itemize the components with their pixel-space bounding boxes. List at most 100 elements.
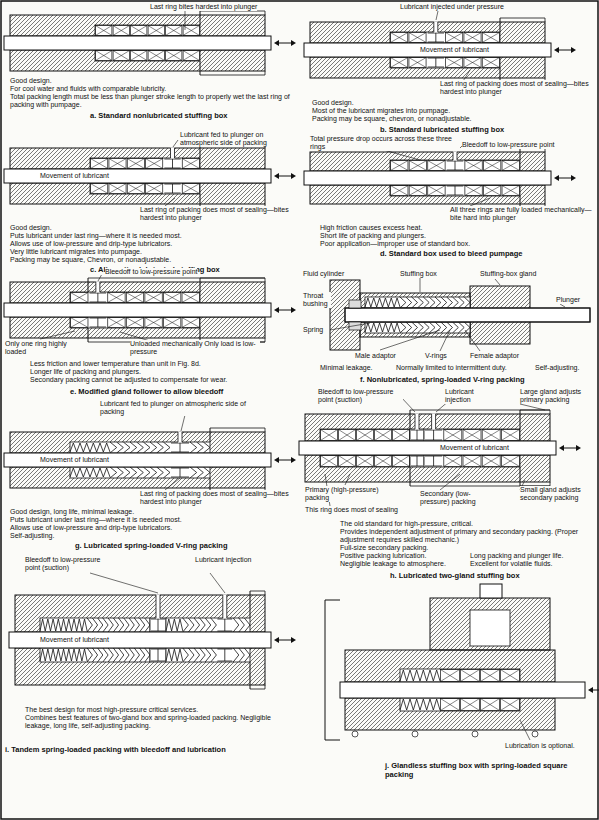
annotation: Good design. xyxy=(312,99,354,107)
drawing-stroke xyxy=(91,184,108,194)
drawing-stroke xyxy=(482,58,499,68)
drawing-stroke xyxy=(108,318,125,328)
annotation: Unloaded mechanically Only load is low-p… xyxy=(130,340,260,356)
v-ring xyxy=(110,467,117,478)
v-ring xyxy=(140,618,145,632)
drawing-stroke xyxy=(562,448,578,449)
v-ring xyxy=(145,648,150,662)
leader-line xyxy=(465,330,480,351)
drawing-stroke xyxy=(441,699,460,711)
drawing-stroke xyxy=(126,318,143,328)
drawing-stroke xyxy=(96,26,112,36)
stuffing-box-section xyxy=(304,18,576,82)
v-ring xyxy=(453,297,459,308)
drawing-stroke xyxy=(375,456,392,467)
arrow-head xyxy=(571,47,576,53)
drawing-stroke xyxy=(410,467,411,486)
drawing-stroke xyxy=(446,58,463,68)
packing-cavity xyxy=(390,160,520,171)
packing-ring xyxy=(482,33,499,43)
arrow-head xyxy=(571,175,576,181)
drawing-stroke xyxy=(183,51,199,61)
drawing-stroke xyxy=(145,318,162,328)
packing-ring xyxy=(339,456,356,467)
drawing-stroke xyxy=(482,456,500,467)
drawing-stroke xyxy=(108,318,125,328)
drawing-stroke xyxy=(441,670,460,682)
packing-ring xyxy=(502,186,519,196)
packing-ring xyxy=(357,430,374,441)
packing-ring xyxy=(96,26,112,36)
drawing-stroke xyxy=(463,430,481,441)
drawing-stroke xyxy=(163,318,180,328)
packing-ring xyxy=(108,318,125,328)
drawing-stroke xyxy=(410,410,411,429)
drawing-stroke xyxy=(393,456,410,467)
drawing-stroke xyxy=(166,51,182,61)
leader-line xyxy=(185,11,186,30)
drawing-stroke xyxy=(461,699,480,711)
plunger xyxy=(4,36,271,50)
v-ring xyxy=(98,648,103,662)
packing-cavity xyxy=(400,669,520,682)
packing-ring xyxy=(461,670,480,682)
spring xyxy=(400,699,420,710)
annotation: Last ring bites hardest into plunger xyxy=(150,3,257,11)
bracket xyxy=(325,600,340,740)
arrow-head xyxy=(291,173,296,179)
drawing-stroke xyxy=(109,184,126,194)
drawing-stroke xyxy=(481,670,500,682)
annotation: Movement of lubricant xyxy=(40,172,109,180)
v-ring xyxy=(145,618,150,632)
drawing-stroke xyxy=(502,161,519,171)
drawing-stroke xyxy=(148,26,164,36)
packing-ring xyxy=(393,456,410,467)
drawing-stroke xyxy=(463,456,481,467)
drawing-stroke xyxy=(182,159,199,169)
v-ring xyxy=(124,648,129,662)
packing-ring xyxy=(113,51,129,61)
v-ring xyxy=(130,467,137,478)
drawing-stroke xyxy=(108,293,125,303)
drawing-stroke xyxy=(501,699,520,711)
v-ring xyxy=(119,618,124,632)
drawing-stroke xyxy=(277,310,293,311)
drawing-stroke xyxy=(91,159,108,169)
v-ring xyxy=(194,618,200,632)
drawing-stroke xyxy=(210,428,211,442)
v-ring xyxy=(441,322,447,333)
arrow-head xyxy=(559,445,564,451)
v-ring xyxy=(211,648,217,662)
drawing-stroke xyxy=(393,456,410,467)
arrow-head xyxy=(274,173,279,179)
drawing-stroke xyxy=(166,26,182,36)
drawing-stroke xyxy=(71,318,88,328)
v-ring xyxy=(123,467,130,478)
drawing-stroke xyxy=(226,595,227,618)
drawing-stroke xyxy=(200,11,201,25)
packing-ring xyxy=(96,51,112,61)
port-bore xyxy=(156,594,160,618)
packing-ring xyxy=(481,699,500,711)
port-bore xyxy=(171,147,175,158)
drawing-stroke xyxy=(465,186,482,196)
drawing-stroke xyxy=(148,26,164,36)
packing-ring xyxy=(126,293,143,303)
annotation: Very little lubricant migrates into pump… xyxy=(10,248,142,256)
drawing-stroke xyxy=(224,619,225,631)
port-bore xyxy=(178,431,182,442)
drawing-stroke xyxy=(483,161,500,171)
drawing-stroke xyxy=(127,159,144,169)
drawing-stroke xyxy=(391,186,408,196)
spring xyxy=(365,298,383,307)
drawing-stroke xyxy=(182,184,199,194)
drawing-stroke xyxy=(131,51,147,61)
drawing-stroke xyxy=(71,293,88,303)
annotation: Bleedoff to low-pressure point (suction) xyxy=(25,556,115,572)
annotation: Lubricant injection xyxy=(195,556,251,564)
drawing-stroke xyxy=(97,293,98,302)
annotation: Combines best features of two-gland box … xyxy=(25,714,295,730)
drawing-stroke xyxy=(182,318,199,328)
drawing-stroke xyxy=(409,186,426,196)
drawing-stroke xyxy=(127,184,144,194)
